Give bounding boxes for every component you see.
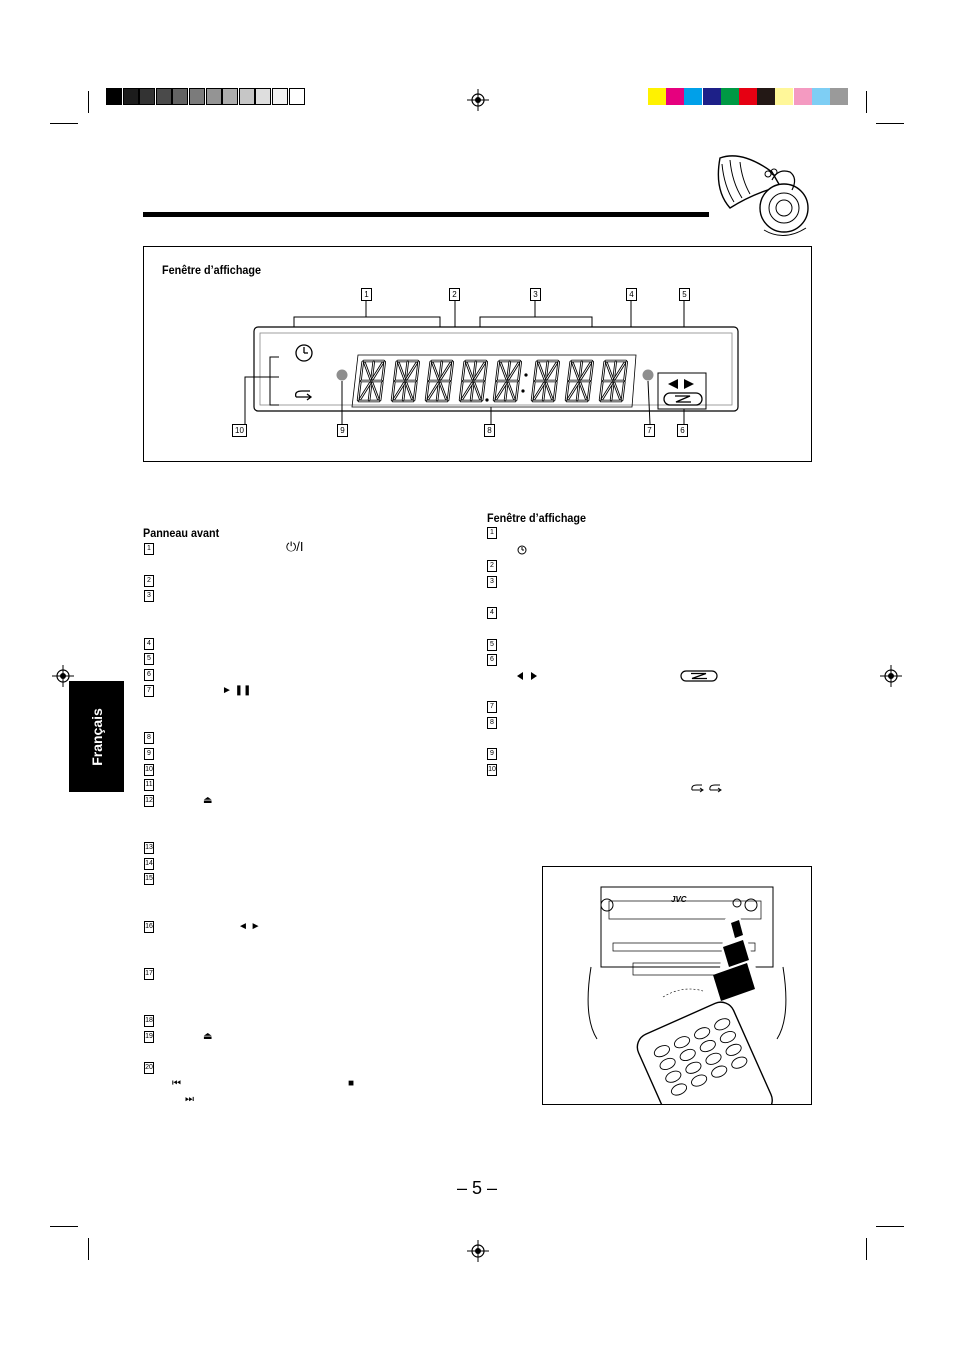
callout-2: 2 [449, 288, 460, 301]
page-number: – 5 – [456, 1178, 498, 1198]
header-rule [143, 212, 709, 217]
front-panel-item-number: 3 [144, 590, 154, 602]
language-tab-label: Français [88, 707, 105, 766]
front-panel-item-number: 18 [144, 1015, 154, 1027]
color-swatch [757, 88, 776, 105]
display-list-item-number: 3 [487, 576, 497, 588]
registration-mark-icon [467, 89, 489, 111]
remote-illustration: JVC [542, 866, 812, 1105]
play-pause-icon: ► ❚❚ [222, 685, 252, 696]
repeat-icon [691, 784, 722, 793]
power-icon: ⏻/I [286, 539, 304, 554]
registration-mark-icon [467, 1240, 489, 1262]
previous-icon: ⏮ [172, 1078, 181, 1089]
gray-swatch [272, 88, 288, 105]
gray-swatch [222, 88, 239, 105]
display-list-item-number: 6 [487, 654, 497, 666]
front-panel-item-number: 10 [144, 764, 154, 776]
front-panel-item-number: 16 [144, 921, 154, 933]
callout-3: 3 [530, 288, 541, 301]
tape-direction-icon: ◄ ► [238, 921, 261, 932]
callout-5: 5 [679, 288, 690, 301]
display-list-item-number: 8 [487, 717, 497, 729]
front-panel-item-number: 5 [144, 653, 154, 665]
color-swatch [684, 88, 703, 105]
front-panel-item-number: 14 [144, 858, 154, 870]
gray-swatch [155, 88, 172, 105]
gray-swatch [122, 88, 139, 105]
stereo-remote-drawing [587, 886, 787, 1104]
front-panel-title: Panneau avant [143, 526, 220, 540]
eject-icon: ⏏ [203, 795, 213, 806]
color-swatch [720, 88, 739, 105]
gray-swatch [139, 88, 156, 105]
callout-1: 1 [361, 288, 372, 301]
front-panel-item-number: 13 [144, 842, 154, 854]
display-list-item-number: 9 [487, 748, 497, 760]
stop-icon: ■ [348, 1078, 355, 1089]
front-panel-item-number: 17 [144, 968, 154, 980]
front-panel-item-number: 7 [144, 685, 154, 697]
front-panel-item-number: 12 [144, 795, 154, 807]
color-swatch [739, 88, 757, 105]
front-panel-item-number: 4 [144, 638, 154, 650]
gray-swatch [172, 88, 189, 105]
timer-icon [517, 545, 527, 555]
display-list-item-number: 1 [487, 527, 497, 539]
gray-swatch [205, 88, 222, 105]
front-panel-item-number: 9 [144, 748, 154, 760]
color-swatch [648, 88, 666, 105]
display-panel-drawing [244, 301, 739, 425]
callout-8: 8 [484, 424, 495, 437]
color-swatch [793, 88, 812, 105]
front-panel-item-number: 19 [144, 1031, 154, 1043]
display-diagram: Fenêtre d’affichage 1 2 3 4 5 10 9 8 7 6 [143, 246, 812, 462]
next-icon: ⏭ [185, 1094, 194, 1105]
gray-swatch [189, 88, 205, 105]
display-list-item-number: 10 [487, 764, 497, 776]
gray-swatch [288, 88, 305, 105]
display-list-item-number: 2 [487, 560, 497, 572]
front-panel-item-number: 1 [144, 543, 154, 555]
diagram-title: Fenêtre d’affichage [162, 263, 262, 277]
front-panel-item-number: 15 [144, 873, 154, 885]
gray-swatch [238, 88, 255, 105]
front-panel-item-number: 2 [144, 575, 154, 587]
color-swatch [702, 88, 721, 105]
callout-6: 6 [677, 424, 688, 437]
horn-logo-icon [717, 155, 809, 236]
callout-10: 10 [232, 424, 247, 437]
display-list-item-number: 5 [487, 639, 497, 651]
display-list-title: Fenêtre d’affichage [487, 511, 587, 525]
gray-swatch [106, 88, 122, 105]
front-panel-item-number: 20 [144, 1062, 154, 1074]
front-panel-item-number: 6 [144, 669, 154, 681]
color-swatch [775, 88, 794, 105]
callout-4: 4 [626, 288, 637, 301]
registration-mark-icon [52, 665, 74, 687]
registration-mark-icon [880, 665, 902, 687]
front-panel-item-number: 11 [144, 779, 154, 791]
reverse-mode-icon [680, 670, 718, 682]
gray-swatch [255, 88, 272, 105]
color-swatch [666, 88, 685, 105]
front-panel-item-number: 8 [144, 732, 154, 744]
display-list-item-number: 7 [487, 701, 497, 713]
brand-logo: JVC [671, 895, 687, 904]
callout-7: 7 [644, 424, 655, 437]
callout-9: 9 [337, 424, 348, 437]
language-tab: Français [69, 681, 124, 792]
color-swatch [830, 88, 848, 105]
eject-icon: ⏏ [203, 1031, 213, 1042]
color-swatch [811, 88, 830, 105]
tape-direction-icon [517, 672, 537, 680]
segment-digits [356, 359, 629, 403]
display-list-item-number: 4 [487, 607, 497, 619]
